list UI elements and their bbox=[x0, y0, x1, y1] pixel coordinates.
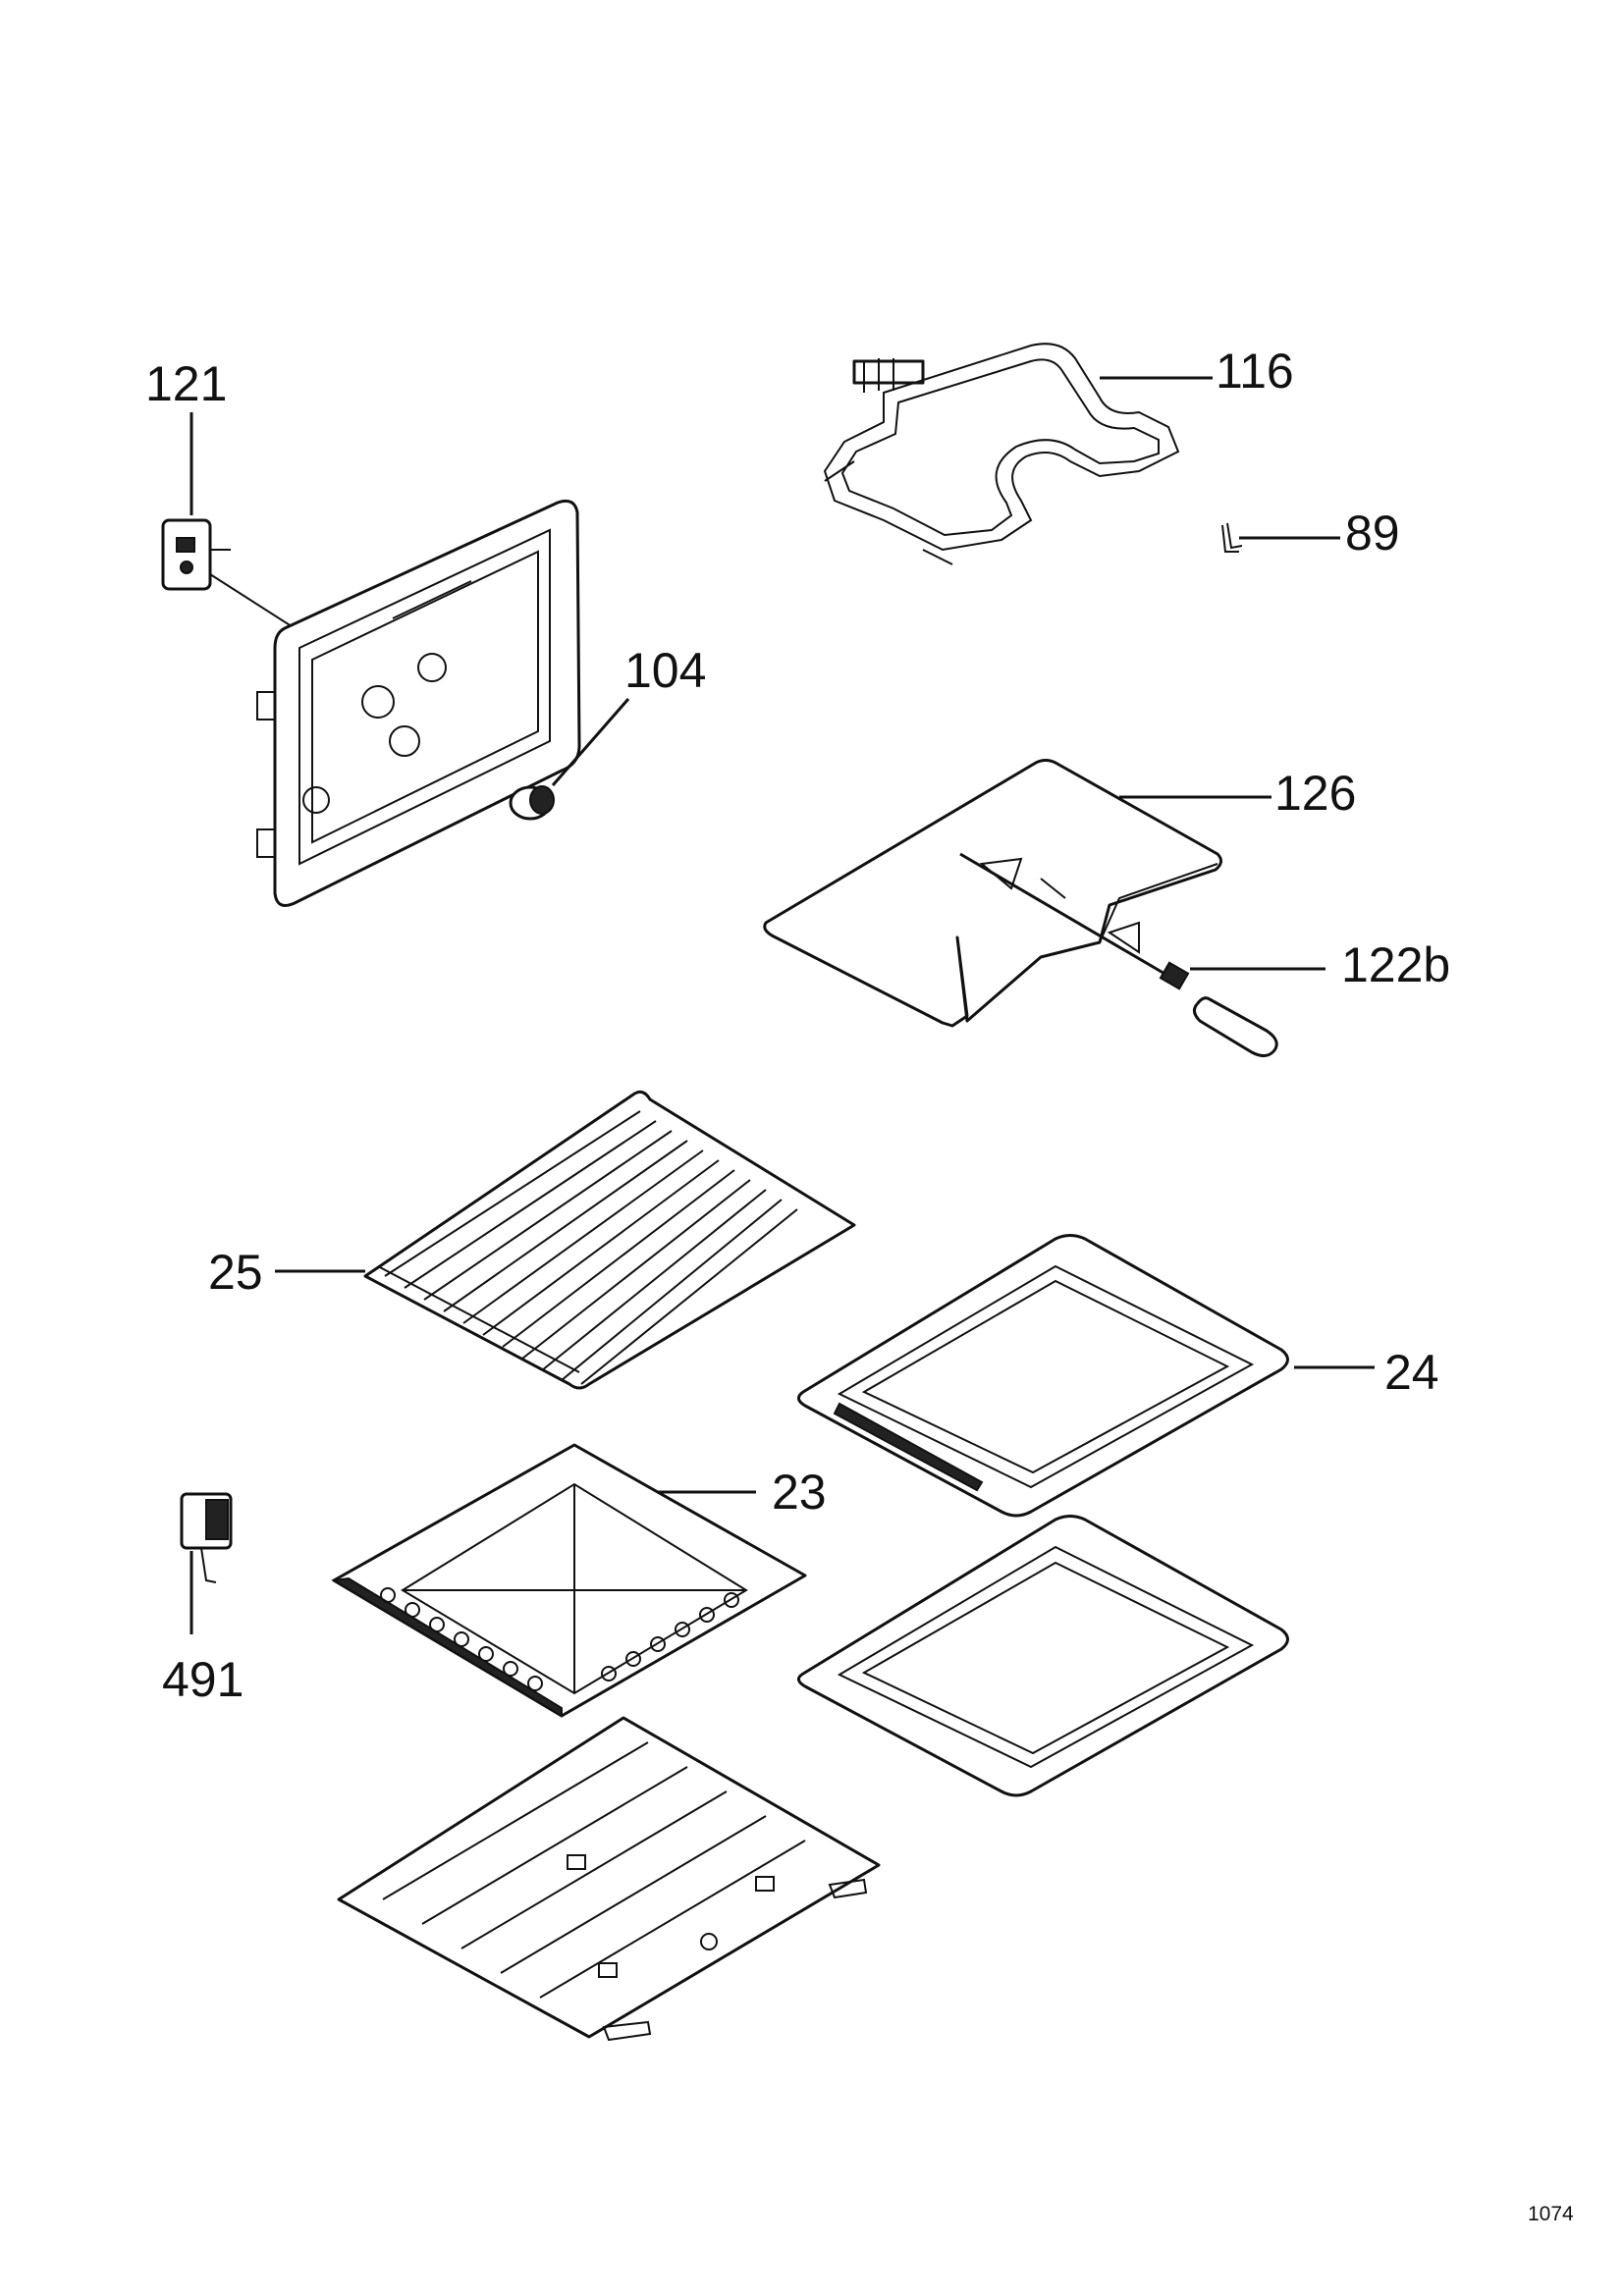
oven-floor-liner-icon bbox=[337, 1716, 881, 2042]
clip-icon bbox=[1221, 522, 1243, 553]
rotisserie-tray-icon bbox=[763, 759, 1222, 1028]
part-label-23: 23 bbox=[772, 1465, 827, 1520]
vent-holes bbox=[380, 1587, 739, 1691]
part-label-126: 126 bbox=[1274, 766, 1356, 821]
part-label-116: 116 bbox=[1216, 344, 1294, 399]
part-label-121: 121 bbox=[145, 356, 227, 411]
part-label-104: 104 bbox=[624, 643, 706, 698]
door-switch-icon bbox=[180, 1492, 233, 1583]
rotisserie-spit-icon bbox=[959, 852, 1278, 1057]
part-label-491: 491 bbox=[162, 1652, 243, 1707]
grill-heating-element-icon bbox=[823, 343, 1180, 565]
leader-104 bbox=[551, 698, 630, 786]
knob-104-icon bbox=[509, 785, 555, 821]
page-number: 1074 bbox=[1528, 2203, 1574, 2225]
baking-tray-lower-icon bbox=[797, 1515, 1289, 1797]
thermostat-switch-icon bbox=[161, 518, 296, 629]
part-label-25: 25 bbox=[208, 1245, 263, 1300]
oven-door-frame-icon bbox=[256, 499, 581, 907]
part-label-122b: 122b bbox=[1341, 937, 1450, 992]
part-label-89: 89 bbox=[1345, 506, 1400, 561]
fan-cover-panel-icon bbox=[331, 1443, 807, 1718]
baking-tray-icon bbox=[797, 1234, 1289, 1518]
part-label-24: 24 bbox=[1384, 1345, 1439, 1400]
wire-rack-icon bbox=[363, 1090, 856, 1390]
